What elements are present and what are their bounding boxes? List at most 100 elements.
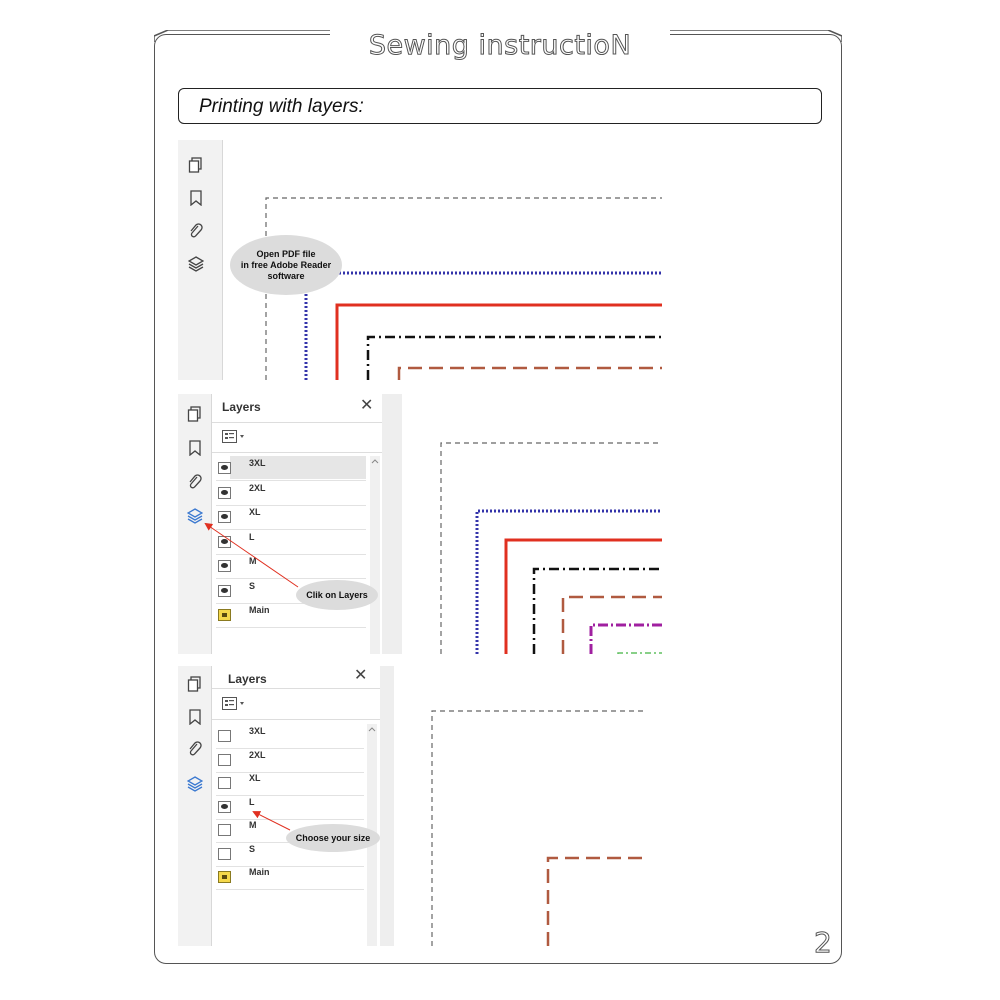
line-xl <box>366 335 662 380</box>
step1-toolbar <box>178 140 223 380</box>
pages-icon[interactable] <box>187 676 203 692</box>
layer-label: XL <box>249 773 261 783</box>
line-l <box>397 366 662 380</box>
layer-label: XL <box>249 507 261 517</box>
layer-row[interactable]: S <box>216 842 364 867</box>
close-icon[interactable]: ✕ <box>354 667 368 684</box>
layer-row[interactable]: Main <box>216 865 364 890</box>
layers-header-divider <box>212 688 380 689</box>
section-heading: Printing with layers: <box>199 96 364 117</box>
step2-pattern-lines <box>440 442 662 654</box>
eye-icon[interactable] <box>218 535 231 548</box>
step3-panel-gutter <box>380 666 394 946</box>
checkbox-empty-icon[interactable] <box>218 847 231 860</box>
step3-callout: Choose your size <box>286 824 380 852</box>
layer-row[interactable]: 3XL <box>216 724 364 749</box>
line-3xl <box>304 271 662 380</box>
layer-label: Main <box>249 867 270 877</box>
section-heading-box: Printing with layers: <box>178 88 822 124</box>
page-number: 2 <box>814 926 833 960</box>
attachment-icon[interactable] <box>187 741 203 757</box>
main-outline-line <box>431 710 643 946</box>
step1-callout: Open PDF file in free Adobe Reader softw… <box>230 235 342 295</box>
pages-icon[interactable] <box>188 157 204 173</box>
layers-toolbar-divider <box>212 719 380 720</box>
layers-icon[interactable] <box>187 508 203 524</box>
lock-icon <box>218 609 231 621</box>
layer-row[interactable]: XL <box>216 771 364 796</box>
eye-icon[interactable] <box>218 486 231 499</box>
layer-label: Main <box>249 605 270 615</box>
eye-icon[interactable] <box>218 511 231 523</box>
layer-row[interactable]: 3XL <box>216 456 366 481</box>
line-xl <box>532 567 662 654</box>
layer-label: M <box>249 556 257 566</box>
layer-label: 3XL <box>249 458 266 468</box>
layers-toolbar-divider <box>212 452 382 453</box>
step3-toolbar <box>178 666 212 946</box>
bookmark-icon[interactable] <box>188 190 204 206</box>
checkbox-empty-icon[interactable] <box>218 753 231 766</box>
line-2xl <box>335 303 662 380</box>
attachment-icon[interactable] <box>188 223 204 239</box>
line-s <box>617 652 662 654</box>
line-l <box>546 856 643 946</box>
layer-label: 3XL <box>249 726 266 736</box>
checkbox-empty-icon[interactable] <box>218 730 231 742</box>
layer-row[interactable]: 2XL <box>216 481 366 506</box>
scroll-up-icon[interactable] <box>371 458 379 464</box>
checkbox-empty-icon[interactable] <box>218 824 231 836</box>
layer-row[interactable]: L <box>216 530 366 555</box>
step1-screenshot: Open PDF file in free Adobe Reader softw… <box>178 140 662 380</box>
bookmark-icon[interactable] <box>187 709 203 725</box>
layer-row[interactable]: XL <box>216 505 366 530</box>
bookmark-icon[interactable] <box>187 440 203 456</box>
main-outline-line <box>265 197 662 380</box>
layer-row[interactable]: 2XL <box>216 748 364 773</box>
layer-row[interactable]: L <box>216 795 364 820</box>
layer-row-highlight <box>230 456 366 479</box>
layers-panel-title: Layers <box>228 672 267 686</box>
layers-icon[interactable] <box>188 256 204 272</box>
pages-icon[interactable] <box>187 406 203 422</box>
step3-pattern-lines <box>431 710 643 946</box>
layer-label: S <box>249 843 256 854</box>
title-container: Sewing instructioN <box>330 26 670 66</box>
attachment-icon[interactable] <box>187 474 203 490</box>
eye-icon[interactable] <box>218 462 231 474</box>
step1-pattern-lines <box>265 197 662 380</box>
layer-label: 2XL <box>249 482 266 493</box>
close-icon[interactable]: ✕ <box>360 397 374 414</box>
layer-row[interactable]: M <box>216 554 366 579</box>
layers-header-divider <box>212 422 382 423</box>
layer-options-icon[interactable] <box>222 430 250 444</box>
step2-arrow <box>204 522 299 588</box>
scroll-up-icon[interactable] <box>368 726 376 732</box>
step2-callout: Clik on Layers <box>296 580 378 610</box>
step3-arrow <box>252 811 291 831</box>
eye-icon[interactable] <box>218 584 231 597</box>
layers-icon[interactable] <box>187 776 203 792</box>
layer-label: L <box>249 796 255 807</box>
line-2xl <box>504 538 662 654</box>
layer-row[interactable]: S <box>216 579 366 604</box>
layers-scrollbar[interactable] <box>370 456 380 654</box>
checkbox-empty-icon[interactable] <box>218 777 231 789</box>
line-m <box>589 623 662 654</box>
layer-label: S <box>249 580 256 591</box>
main-outline-line <box>440 442 662 654</box>
lock-icon <box>218 871 231 883</box>
eye-icon[interactable] <box>218 560 231 572</box>
step2-panel-gutter <box>382 394 402 654</box>
step3-screenshot: Layers ✕ 3XL 2XL XL L M S Main Choose your siz… <box>178 666 662 946</box>
layer-label: 2XL <box>249 749 266 760</box>
eye-icon[interactable] <box>218 800 231 813</box>
page-title: Sewing instructioN <box>368 30 632 62</box>
layers-panel-title: Layers <box>222 400 261 414</box>
layer-options-icon[interactable] <box>222 697 250 711</box>
step2-toolbar <box>178 394 212 654</box>
layer-row[interactable]: Main <box>216 603 366 628</box>
layer-label: M <box>249 820 257 830</box>
